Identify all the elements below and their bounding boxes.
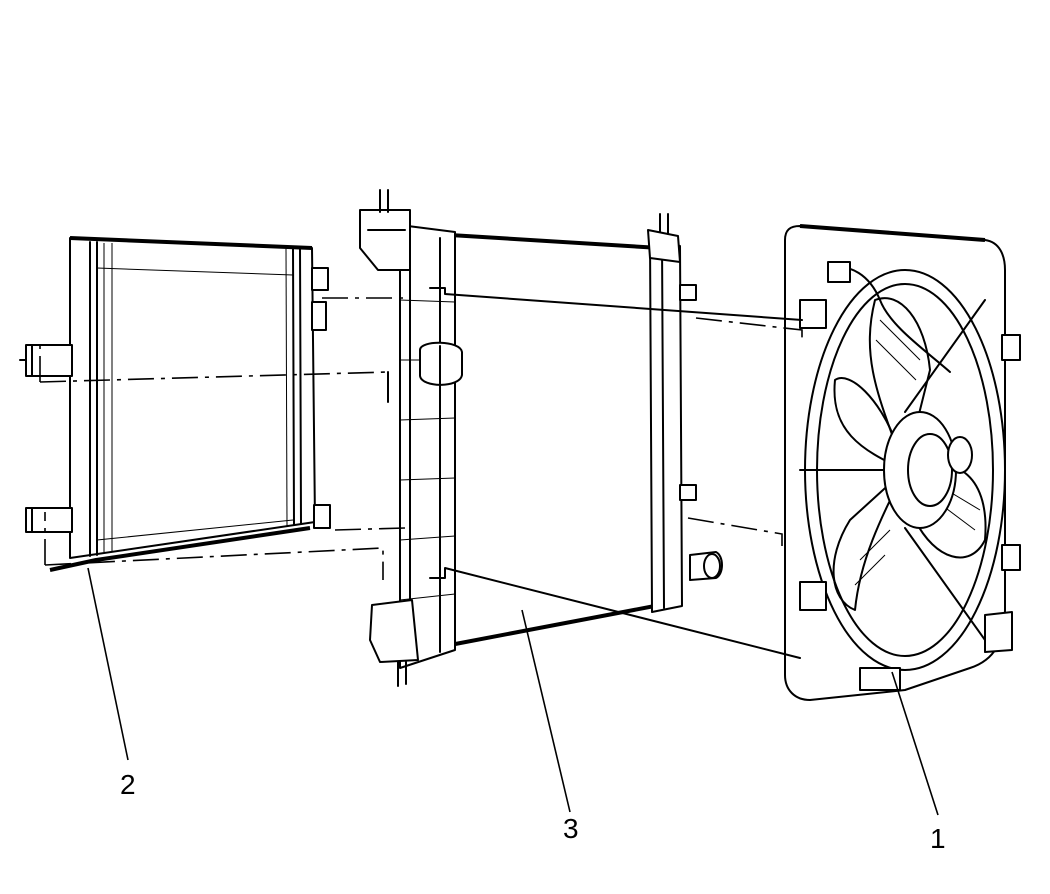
leader-2 bbox=[87, 567, 129, 761]
callout-1: 1 bbox=[930, 823, 946, 854]
leader-1 bbox=[891, 671, 939, 816]
radiator bbox=[359, 189, 723, 687]
callout-leaders bbox=[87, 567, 939, 816]
condenser bbox=[19, 236, 331, 572]
callout-3: 3 bbox=[563, 813, 579, 844]
alignment-lines bbox=[39, 287, 803, 659]
callout-2: 2 bbox=[120, 769, 136, 800]
leader-3 bbox=[521, 609, 571, 813]
fan-shroud bbox=[784, 224, 1021, 701]
